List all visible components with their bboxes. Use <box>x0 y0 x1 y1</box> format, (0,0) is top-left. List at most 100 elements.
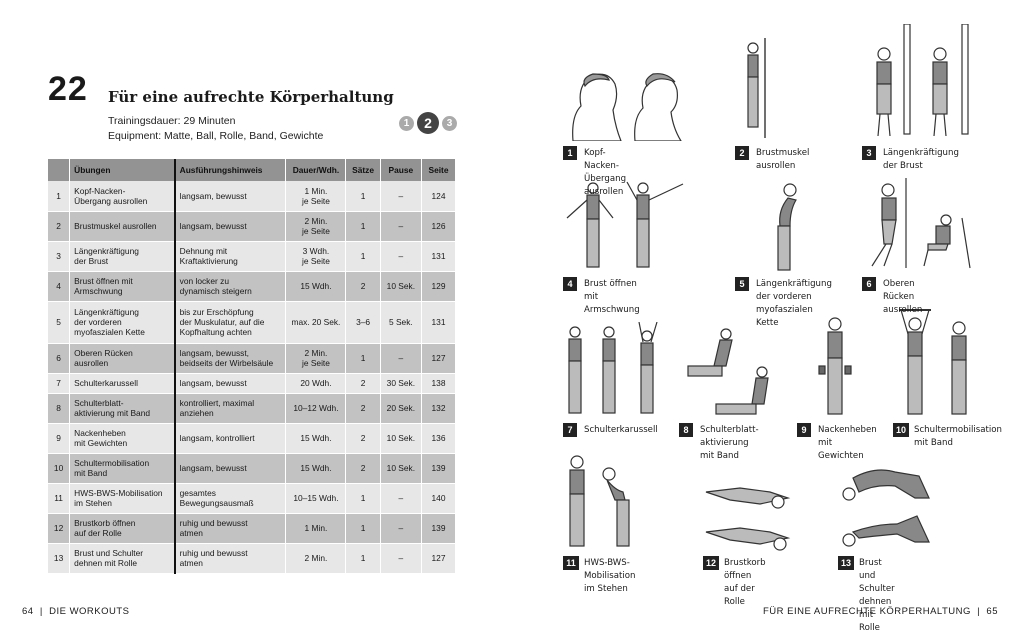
shoulder-carousel-illustration <box>568 322 658 414</box>
cell-uebung: Schultermobilisation mit Band <box>69 453 176 484</box>
equipment-list: Equipment: Matte, Ball, Rolle, Band, Gew… <box>108 130 324 142</box>
cell-pause: 10 Sek. <box>380 453 423 484</box>
cell-nr: 12 <box>48 513 71 544</box>
cell-nr: 3 <box>48 241 71 272</box>
exercise-number: 13 <box>838 556 854 570</box>
exercise-name: Brust und Schulter dehnen mit Rolle <box>859 558 895 633</box>
cell-uebung: Schulterblatt- aktivierung mit Band <box>69 393 176 424</box>
cell-uebung: Kopf-Nacken- Übergang ausrollen <box>69 181 176 212</box>
col-seite: Seite <box>421 159 456 181</box>
exercise-name: Brustmuskel ausrollen <box>756 148 810 171</box>
cell-dauer: 10–15 Wdh. <box>285 483 347 514</box>
exercise-number: 2 <box>735 146 749 160</box>
head-rolling-illustration <box>572 73 682 141</box>
exercise-number: 5 <box>735 277 749 291</box>
exercise-table: Übungen Ausführungshinweis Dauer/Wdh. Sä… <box>48 159 456 574</box>
workout-number: 22 <box>48 70 88 108</box>
cell-uebung: Brustkorb öffnen auf der Rolle <box>69 513 176 544</box>
cell-saetze: 2 <box>345 453 381 484</box>
cell-uebung: Brust öffnen mit Armschwung <box>69 271 176 302</box>
cell-nr: 6 <box>48 343 71 374</box>
cell-seite: 127 <box>421 543 456 574</box>
cell-hinweis: langsam, bewusst <box>174 373 287 394</box>
cell-saetze: 2 <box>345 271 381 302</box>
cell-hinweis: langsam, kontrolliert <box>174 423 287 454</box>
col-hinweis: Ausführungshinweis <box>174 159 287 181</box>
cell-nr: 1 <box>48 181 71 212</box>
cell-saetze: 1 <box>345 343 381 374</box>
cell-pause: 10 Sek. <box>380 271 423 302</box>
cell-dauer: 3 Wdh. je Seite <box>285 241 347 272</box>
cell-hinweis: kontrolliert, maximal anziehen <box>174 393 287 424</box>
cell-pause: – <box>380 181 423 212</box>
cell-nr: 5 <box>48 301 71 344</box>
cell-hinweis: langsam, bewusst <box>174 181 287 212</box>
col-pause: Pause <box>380 159 423 181</box>
cell-seite: 139 <box>421 513 456 544</box>
cell-uebung: Schulterkarussell <box>69 373 176 394</box>
exercise-number: 10 <box>893 423 909 437</box>
cell-dauer: 10–12 Wdh. <box>285 393 347 424</box>
col-saetze: Sätze <box>345 159 381 181</box>
cell-seite: 138 <box>421 373 456 394</box>
cell-uebung: Brust und Schulter dehnen mit Rolle <box>69 543 176 574</box>
cell-nr: 8 <box>48 393 71 424</box>
exercise-number: 4 <box>563 277 577 291</box>
workout-title: Für eine aufrechte Körperhaltung <box>108 88 394 106</box>
col-uebungen: Übungen <box>69 159 176 181</box>
cell-nr: 4 <box>48 271 71 302</box>
cell-saetze: 1 <box>345 543 381 574</box>
training-duration: Trainingsdauer: 29 Minuten <box>108 115 236 127</box>
cell-dauer: 2 Min. je Seite <box>285 211 347 242</box>
cell-hinweis: langsam, bewusst <box>174 211 287 242</box>
illustrations-anchor <box>555 60 556 61</box>
cell-hinweis: gesamtes Bewegungsausmaß <box>174 483 287 514</box>
cell-uebung: Längenkräftigung der vorderen myofaszial… <box>69 301 176 344</box>
cell-dauer: 15 Wdh. <box>285 453 347 484</box>
cell-pause: – <box>380 483 423 514</box>
exercise-name: Oberen Rücken ausrollen <box>883 279 923 315</box>
cell-seite: 131 <box>421 301 456 344</box>
cell-hinweis: bis zur Erschöpfung der Muskulatur, auf … <box>174 301 287 344</box>
cell-uebung: HWS-BWS-Mobilisation im Stehen <box>69 483 176 514</box>
cell-pause: 30 Sek. <box>380 373 423 394</box>
cell-seite: 131 <box>421 241 456 272</box>
cell-nr: 13 <box>48 543 71 574</box>
exercise-number: 7 <box>563 423 577 437</box>
exercise-name: Schulterblatt- aktivierung mit Band <box>700 425 759 461</box>
cell-seite: 126 <box>421 211 456 242</box>
cell-pause: – <box>380 241 423 272</box>
cell-uebung: Brustmuskel ausrollen <box>69 211 176 242</box>
cell-uebung: Längenkräftigung der Brust <box>69 241 176 272</box>
front-chain-illustration <box>777 183 797 271</box>
shoulder-mobilisation-illustration <box>899 309 967 415</box>
cell-saetze: 3–6 <box>345 301 381 344</box>
neck-lift-illustration <box>818 317 852 415</box>
cell-seite: 136 <box>421 423 456 454</box>
exercise-number: 12 <box>703 556 719 570</box>
cell-hinweis: ruhig und bewusst atmen <box>174 543 287 574</box>
cell-saetze: 1 <box>345 211 381 242</box>
cell-seite: 129 <box>421 271 456 302</box>
exercise-name: Kopf-Nacken-Übergang ausrollen <box>584 148 627 197</box>
exercise-number: 3 <box>862 146 876 160</box>
cell-dauer: 2 Min. je Seite <box>285 343 347 374</box>
cell-hinweis: ruhig und bewusst atmen <box>174 513 287 544</box>
chest-lengthening-illustration <box>876 24 969 137</box>
spine-mobilisation-illustration <box>569 455 630 547</box>
level-1-badge: 1 <box>399 115 414 131</box>
cell-seite: 124 <box>421 181 456 212</box>
exercise-number: 11 <box>563 556 579 570</box>
exercise-name: Längenkräftigung der Brust <box>883 148 959 171</box>
upper-back-rolling-illustration <box>871 178 971 269</box>
cell-nr: 9 <box>48 423 71 454</box>
table-header: Übungen Ausführungshinweis Dauer/Wdh. Sä… <box>48 159 456 181</box>
